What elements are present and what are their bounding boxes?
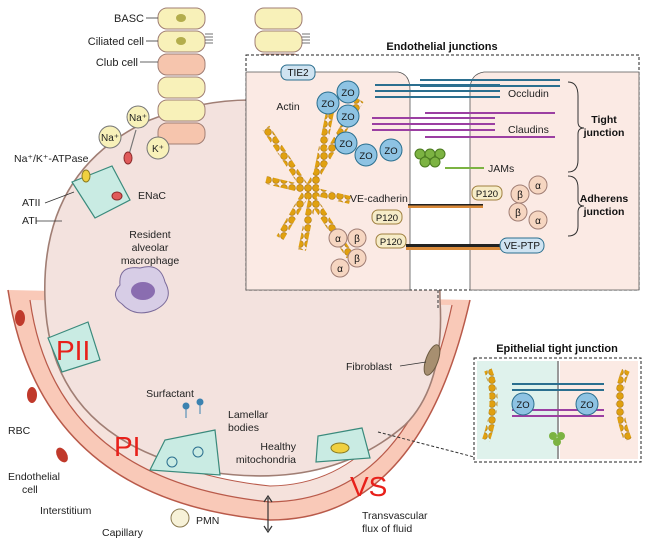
occludin-strands (375, 79, 560, 98)
pmn-cell (170, 508, 190, 528)
label-ve-cadherin: VE-cadherin (350, 193, 408, 205)
annotation-vs: VS (350, 471, 387, 502)
airway-epithelium (157, 7, 310, 145)
zo-5: ZO (359, 151, 372, 162)
mitochondria-cell (315, 427, 371, 463)
ve-ptp (406, 237, 545, 254)
fibroblast (423, 344, 441, 376)
label-enac: ENaC (138, 190, 166, 202)
p120-1: P120 (476, 189, 498, 200)
label-occludin: Occludin (508, 88, 549, 100)
jam-proteins (414, 148, 446, 168)
alpha-4: α (337, 264, 343, 275)
flux-arrow (263, 494, 273, 534)
zo-3: ZO (341, 112, 354, 123)
p120-3: P120 (380, 237, 402, 248)
atii-cell (71, 165, 131, 219)
beta-1: β (517, 190, 523, 201)
label-atii: ATII (22, 197, 40, 209)
zo-proteins (316, 80, 403, 167)
label-pmn: PMN (196, 515, 219, 527)
red-blood-cells (15, 310, 68, 463)
adherens-junction-bracket (567, 175, 585, 237)
alpha-2: α (535, 216, 541, 227)
beta-3: β (354, 234, 360, 245)
label-surfactant: Surfactant (146, 388, 194, 400)
label-na-k-atpase: Na⁺/K⁺-ATPase (14, 153, 89, 165)
label-capillary: Capillary (102, 527, 144, 539)
label-basc: BASC (114, 13, 144, 25)
label-tie2: TIE2 (287, 68, 309, 79)
endothelial-inset-title: Endothelial junctions (386, 41, 497, 53)
zo-1: ZO (321, 99, 334, 110)
label-rbc: RBC (8, 425, 31, 437)
airway-leader-lines (140, 17, 158, 63)
label-ciliated-cell: Ciliated cell (88, 36, 144, 48)
label-actin: Actin (276, 101, 300, 113)
macrophage (115, 266, 169, 314)
ion-k: K⁺ (152, 144, 164, 155)
epithelial-zo-1: ZO (516, 400, 529, 411)
p120-badges (371, 185, 503, 249)
annotation-pi: PI (114, 431, 140, 462)
label-ve-ptp: VE-PTP (504, 241, 540, 252)
tight-junction-bracket (567, 81, 585, 173)
atii-cell-bottom (47, 321, 101, 373)
epithelial-tight-junction-inset (473, 357, 642, 463)
surfactant-molecules (182, 398, 204, 418)
alpha-1: α (535, 181, 541, 192)
ve-cadherin (408, 204, 483, 208)
endothelial-junction-inset (245, 54, 640, 291)
label-club-cell: Club cell (96, 57, 138, 69)
label-ati: ATI (22, 215, 38, 227)
inset-connector-lines (377, 290, 475, 458)
p120-2: P120 (376, 213, 398, 224)
ion-na-2: Na⁺ (101, 133, 119, 144)
fibroblast-leader (399, 361, 427, 367)
zo-6: ZO (384, 146, 397, 157)
lamellar-cell (149, 429, 221, 476)
ion-na-1: Na⁺ (129, 113, 147, 124)
epithelial-zo-2: ZO (580, 400, 593, 411)
epithelial-inset-title: Epithelial tight junction (496, 343, 618, 355)
atii-leaders (36, 191, 75, 222)
alpha-3: α (335, 234, 341, 245)
beta-2: β (515, 208, 521, 219)
label-jams: JAMs (488, 163, 514, 175)
label-fibroblast: Fibroblast (346, 361, 392, 373)
alpha-beta-catenins (328, 175, 548, 278)
zo-2: ZO (341, 88, 354, 99)
beta-4: β (354, 254, 360, 265)
ions (98, 105, 170, 165)
tie2-badge (280, 64, 316, 81)
label-claudins: Claudins (508, 124, 549, 136)
label-interstitium: Interstitium (40, 505, 92, 517)
annotation-pii: PII (56, 335, 90, 366)
zo-4: ZO (339, 139, 352, 150)
claudin-strands (372, 112, 555, 138)
